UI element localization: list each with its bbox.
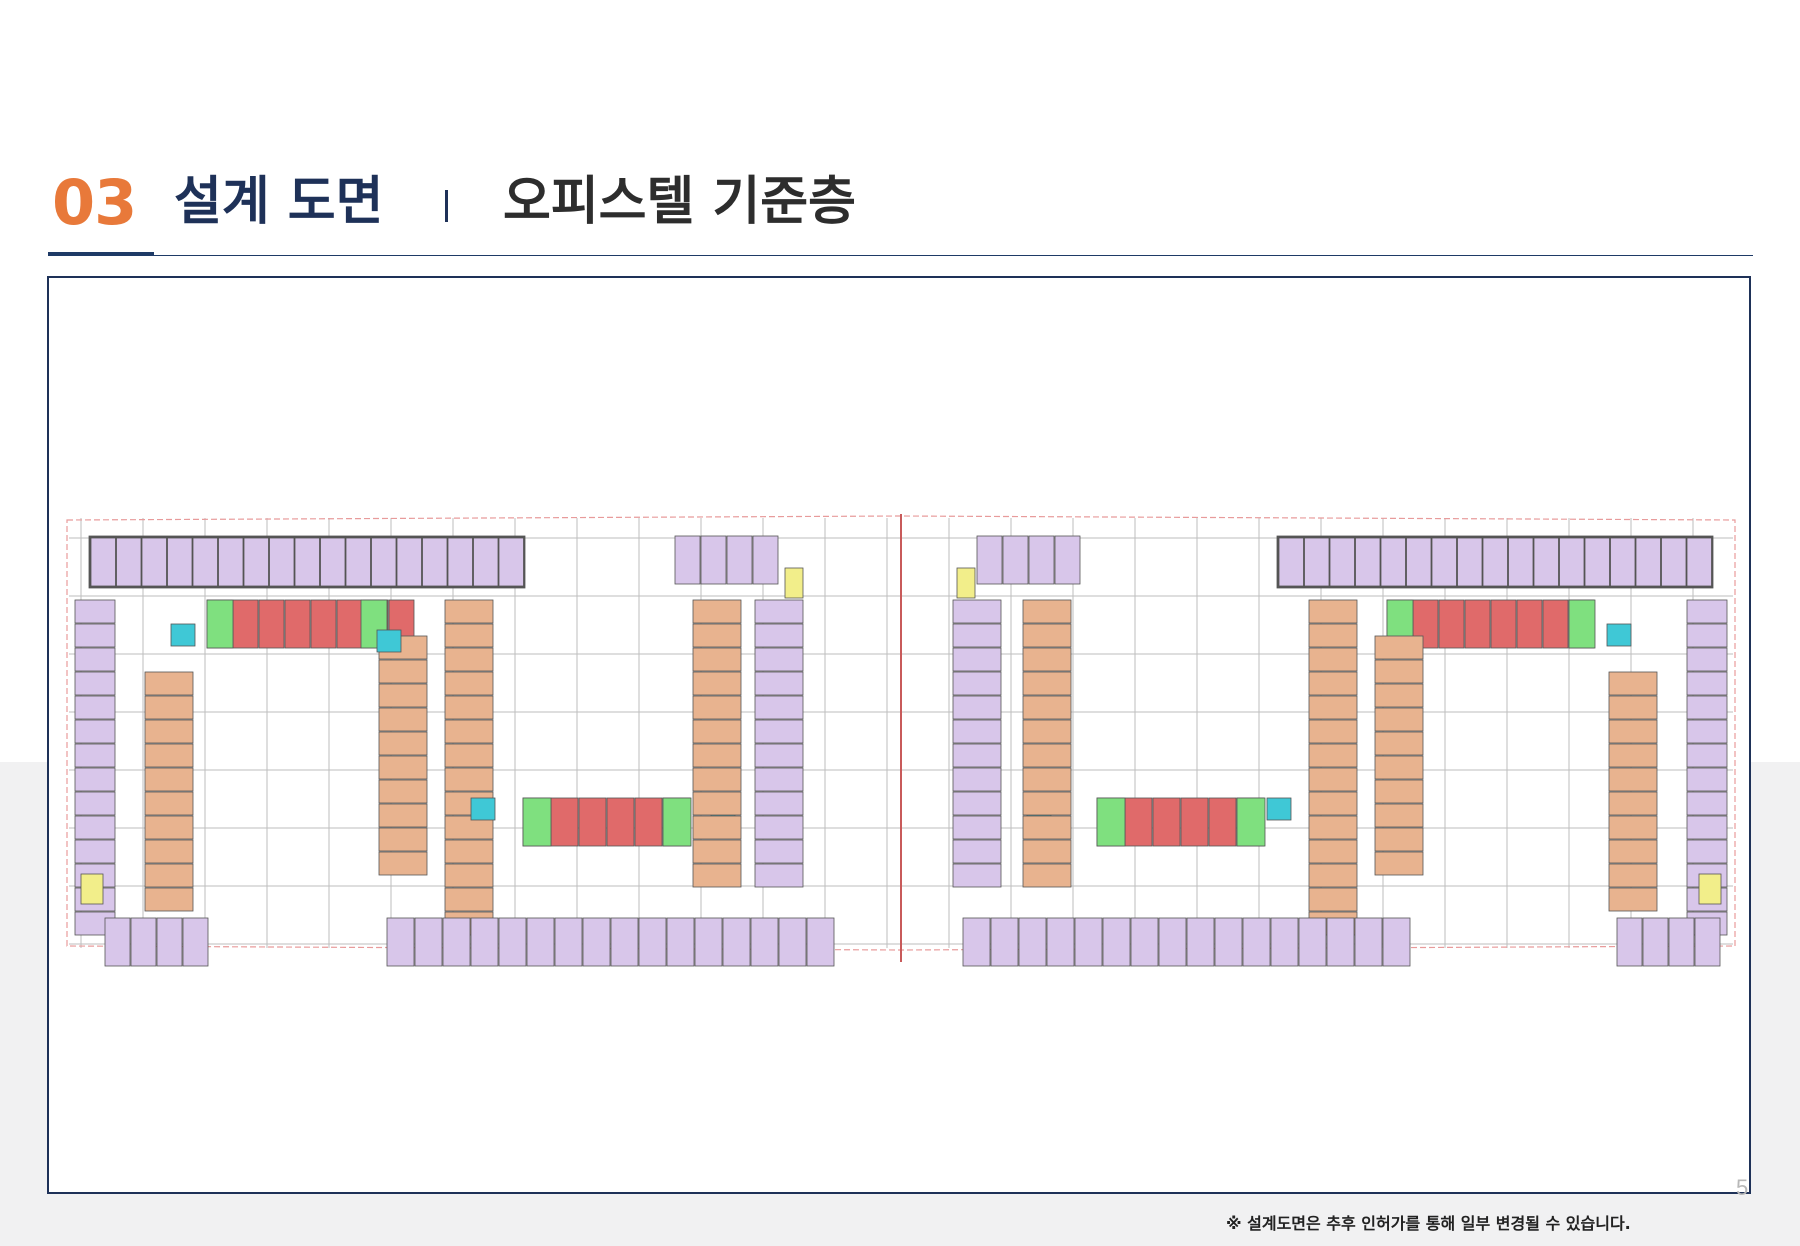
floor-plan-frame — [47, 276, 1751, 1194]
header-rule — [48, 255, 1753, 256]
section-title: 설계 도면 — [174, 172, 384, 232]
section-number: 03 — [52, 166, 137, 239]
page-header: 03 설계 도면 오피스텔 기준층 — [48, 160, 1753, 260]
site-boundary — [66, 515, 1736, 951]
page-subtitle: 오피스텔 기준층 — [503, 172, 856, 232]
footnote: ※ 설계도면은 추후 인허가를 통해 일부 변경될 수 있습니다. — [1226, 1214, 1631, 1233]
page-number: 5 — [1736, 1175, 1749, 1200]
floor-plan-drawing — [66, 514, 1736, 967]
section-number-underline — [48, 252, 154, 256]
title-separator — [445, 190, 448, 222]
